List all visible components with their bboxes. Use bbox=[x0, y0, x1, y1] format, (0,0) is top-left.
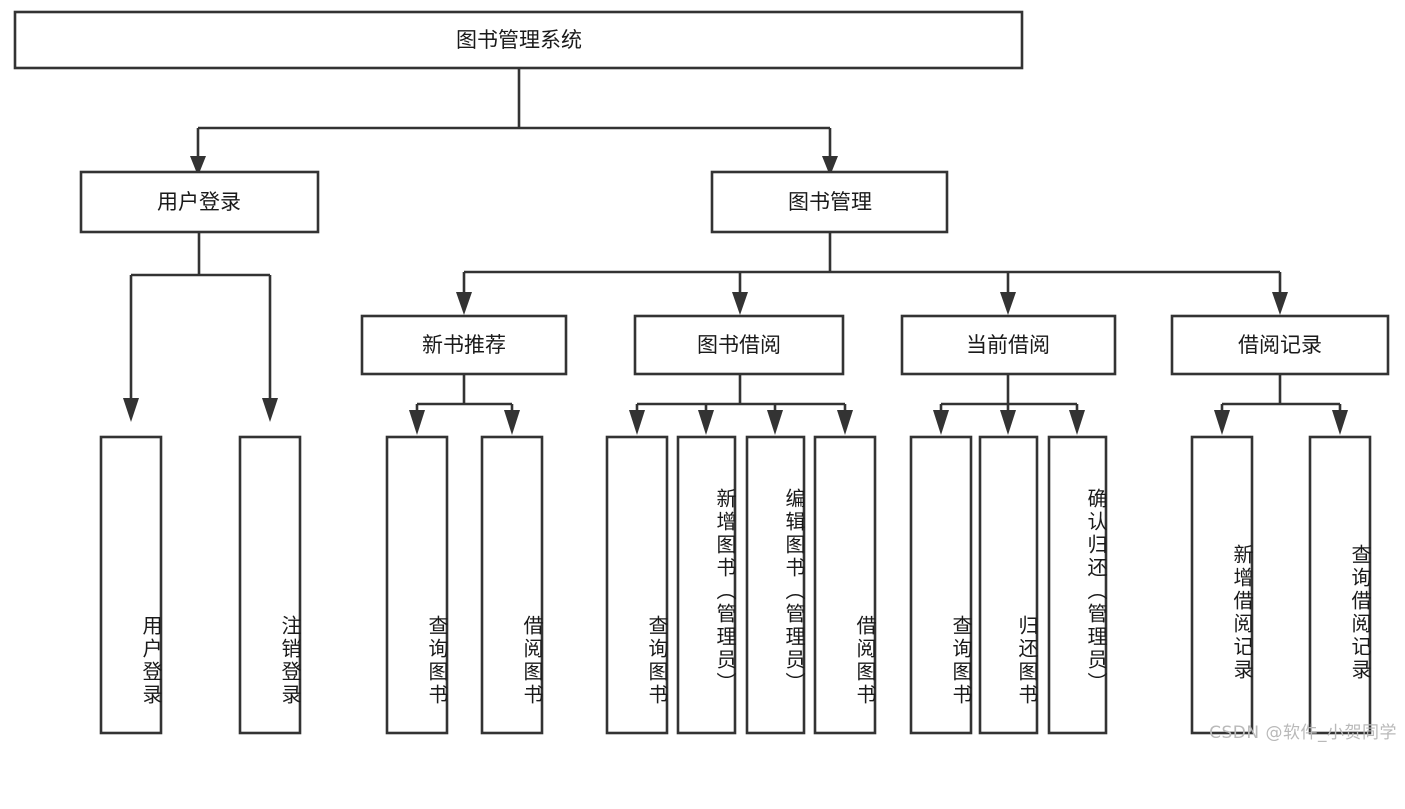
arrow-root-to-book-mgmt bbox=[822, 156, 838, 176]
arrow-borrow-leaf1 bbox=[629, 410, 645, 435]
arrow-current-leaf1 bbox=[933, 410, 949, 435]
leaf-box-borrow-query[interactable] bbox=[605, 435, 669, 735]
node-box-book-borrow[interactable] bbox=[633, 314, 845, 376]
arrow-bookmgmt-to-record bbox=[1272, 292, 1288, 315]
leaf-box-record-query[interactable] bbox=[1308, 435, 1372, 735]
node-label-current-borrow: 当前借阅 bbox=[966, 333, 1050, 357]
watermark-text: CSDN @软件_小贺同学 bbox=[1209, 723, 1397, 743]
arrow-borrow-leaf4 bbox=[837, 410, 853, 435]
leaf-box-current-return[interactable] bbox=[978, 435, 1039, 735]
node-label-user-login: 用户登录 bbox=[157, 190, 241, 214]
tree-diagram-svg: 图书管理系统 用户登录 图书管理 新书推荐 图书借阅 当前借阅 借阅记录 bbox=[13, 10, 1390, 735]
arrow-userlogin-leaf1 bbox=[123, 398, 139, 422]
arrow-bookmgmt-to-current bbox=[1000, 292, 1016, 315]
leaf-box-borrow-borrow[interactable] bbox=[813, 435, 877, 735]
leaf-box-newbook-query[interactable] bbox=[385, 435, 449, 735]
arrow-borrow-leaf3 bbox=[767, 410, 783, 435]
node-box-book-management[interactable] bbox=[710, 170, 949, 234]
arrow-record-leaf1 bbox=[1214, 410, 1230, 435]
arrow-current-leaf3 bbox=[1069, 410, 1085, 435]
arrow-record-leaf2 bbox=[1332, 410, 1348, 435]
leaf-box-current-query[interactable] bbox=[909, 435, 973, 735]
arrow-newbook-leaf1 bbox=[409, 410, 425, 435]
node-box-new-book-recommend[interactable] bbox=[360, 314, 568, 376]
leaf-box-record-add[interactable] bbox=[1190, 435, 1254, 735]
node-layer: 图书管理系统 用户登录 图书管理 新书推荐 图书借阅 当前借阅 借阅记录 bbox=[13, 10, 1390, 735]
arrow-newbook-leaf2 bbox=[504, 410, 520, 435]
arrow-bookmgmt-to-borrow bbox=[732, 292, 748, 315]
node-box-current-borrow[interactable] bbox=[900, 314, 1117, 376]
leaf-box-user-login-logout[interactable] bbox=[238, 435, 302, 735]
arrow-userlogin-leaf2 bbox=[262, 398, 278, 422]
leaf-box-current-confirm-admin[interactable] bbox=[1047, 435, 1108, 735]
leaf-box-newbook-borrow[interactable] bbox=[480, 435, 544, 735]
arrow-current-leaf2 bbox=[1000, 410, 1016, 435]
leaf-box-user-login-login[interactable] bbox=[99, 435, 163, 735]
arrow-root-to-user-login bbox=[190, 156, 206, 176]
arrow-borrow-leaf2 bbox=[698, 410, 714, 435]
node-box-root[interactable] bbox=[13, 10, 1024, 70]
leaf-box-borrow-add-admin[interactable] bbox=[676, 435, 737, 735]
node-label-new-book-recommend: 新书推荐 bbox=[422, 333, 506, 357]
node-label-root: 图书管理系统 bbox=[456, 28, 582, 52]
connector-layer bbox=[123, 68, 1348, 435]
node-label-borrow-record: 借阅记录 bbox=[1238, 333, 1322, 357]
leaf-box-borrow-edit-admin[interactable] bbox=[745, 435, 806, 735]
node-box-user-login[interactable] bbox=[79, 170, 320, 234]
arrow-bookmgmt-to-newbook bbox=[456, 292, 472, 315]
node-box-borrow-record[interactable] bbox=[1170, 314, 1390, 376]
node-label-book-borrow: 图书借阅 bbox=[697, 333, 781, 357]
diagram-canvas: 图书管理系统 用户登录 图书管理 新书推荐 图书借阅 当前借阅 借阅记录 bbox=[13, 10, 1397, 743]
node-label-book-management: 图书管理 bbox=[788, 190, 872, 214]
